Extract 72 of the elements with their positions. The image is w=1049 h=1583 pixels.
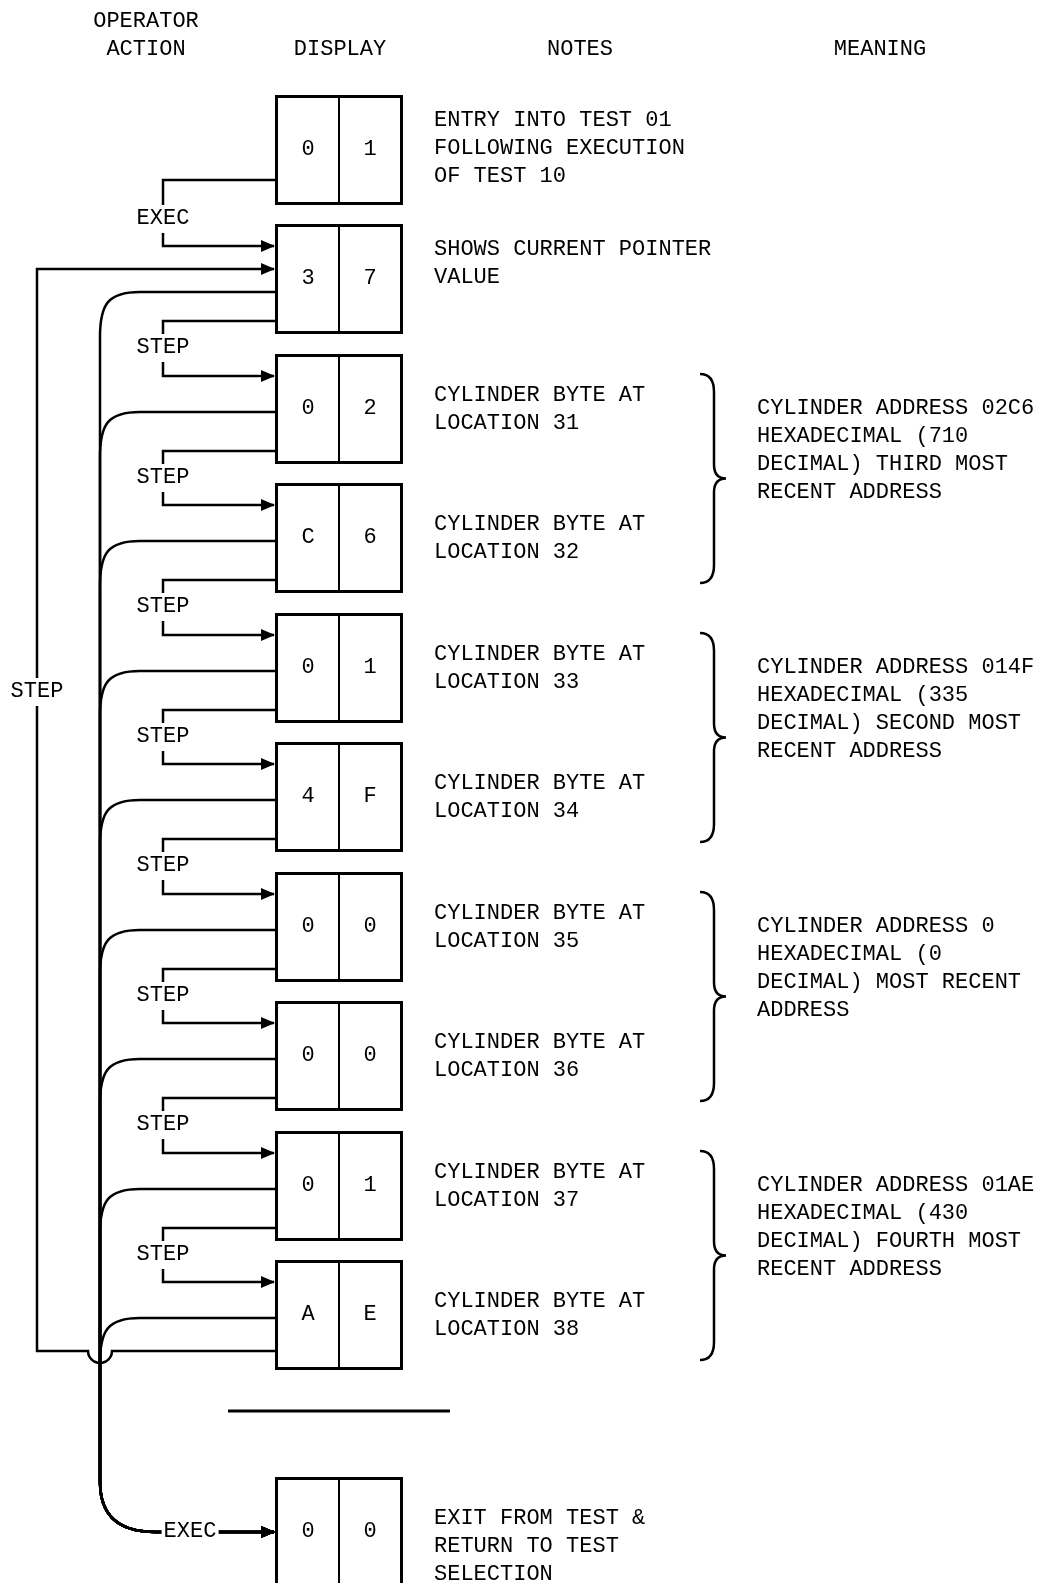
note-text: CYLINDER BYTE AT LOCATION 36: [434, 1029, 647, 1085]
display-digit: 0: [300, 395, 316, 423]
edge-label: STEP: [134, 1240, 192, 1269]
note-text: ENTRY INTO TEST 01 FOLLOWING EXECUTION OF TEST 10: [434, 107, 686, 191]
edge-label: STEP: [8, 678, 66, 706]
arrow: [161, 708, 275, 770]
meaning-text: CYLINDER ADDRESS 0 HEXADECIMAL (0 DECIMAL) MOST RECENT ADDRESS: [757, 912, 1023, 1025]
note-text: CYLINDER BYTE AT LOCATION 33: [434, 641, 647, 697]
display-digit: 7: [338, 227, 400, 331]
meaning-text: CYLINDER ADDRESS 02C6 HEXADECIMAL (710 DECIMAL) THIRD MOST RECENT ADDRESS: [757, 394, 1036, 507]
column-header: DISPLAY: [292, 36, 388, 64]
note-text: CYLINDER BYTE AT LOCATION 35: [434, 900, 647, 956]
display-box: [275, 354, 403, 464]
display-digit: 0: [300, 1042, 316, 1070]
note-text: CYLINDER BYTE AT LOCATION 37: [434, 1159, 647, 1215]
column-header: MEANING: [832, 36, 928, 64]
display-box: [275, 1260, 403, 1370]
edge-label: STEP: [134, 981, 192, 1010]
display-digit: 0: [338, 1480, 400, 1583]
edge-label: STEP: [134, 593, 192, 621]
arrow: [161, 967, 275, 1029]
display-digit: 0: [300, 1518, 316, 1546]
display-digit: 0: [338, 875, 400, 979]
arrow: [161, 1096, 275, 1159]
display-box: [275, 224, 403, 334]
column-header: OPERATOR ACTION: [92, 8, 200, 64]
arrow: [161, 837, 275, 900]
display-digit: F: [338, 745, 400, 849]
display-digit: 0: [300, 654, 316, 682]
display-box: [275, 1131, 403, 1241]
display-digit: 3: [300, 265, 316, 293]
note-text: CYLINDER BYTE AT LOCATION 34: [434, 770, 647, 826]
note-text: CYLINDER BYTE AT LOCATION 38: [434, 1288, 647, 1344]
note-text: SHOWS CURRENT POINTER VALUE: [434, 236, 713, 292]
edge-label: STEP: [134, 1111, 192, 1139]
arrow: [161, 1226, 275, 1288]
edge-label: STEP: [134, 334, 192, 362]
display-box: [275, 613, 403, 723]
arrow: [35, 263, 275, 1364]
display-digit: 2: [338, 357, 400, 461]
display-digit: 4: [300, 783, 316, 811]
display-digit: 0: [300, 913, 316, 941]
display-box: [275, 1477, 403, 1583]
arrow: [161, 578, 275, 641]
note-text: CYLINDER BYTE AT LOCATION 31: [434, 382, 647, 438]
display-box: [275, 1001, 403, 1111]
display-digit: E: [338, 1263, 400, 1367]
arrow: [161, 178, 275, 252]
arrow: [98, 1316, 275, 1538]
note-text: EXIT FROM TEST & RETURN TO TEST SELECTION: [434, 1505, 647, 1583]
display-digit: 0: [300, 1172, 316, 1200]
meaning-text: CYLINDER ADDRESS 014F HEXADECIMAL (335 DECIMAL) SECOND MOST RECENT ADDRESS: [757, 653, 1036, 766]
display-digit: 0: [300, 136, 316, 164]
edge-label: STEP: [134, 852, 192, 880]
edge-label: STEP: [134, 722, 192, 751]
display-digit: A: [300, 1301, 316, 1329]
display-digit: 1: [338, 616, 400, 720]
display-box: [275, 483, 403, 593]
display-digit: 0: [338, 1004, 400, 1108]
display-box: [275, 95, 403, 205]
edge-label: STEP: [134, 463, 192, 492]
arrow: [161, 449, 275, 511]
note-text: CYLINDER BYTE AT LOCATION 32: [434, 511, 647, 567]
display-box: [275, 742, 403, 852]
display-digit: 6: [338, 486, 400, 590]
meaning-text: CYLINDER ADDRESS 01AE HEXADECIMAL (430 DECIMAL) FOURTH MOST RECENT ADDRESS: [757, 1171, 1036, 1284]
display-box: [275, 872, 403, 982]
arrow: [161, 319, 275, 382]
display-digit: C: [300, 524, 316, 552]
display-digit: 1: [338, 98, 400, 202]
display-digit: 1: [338, 1134, 400, 1238]
column-header: NOTES: [546, 36, 614, 64]
